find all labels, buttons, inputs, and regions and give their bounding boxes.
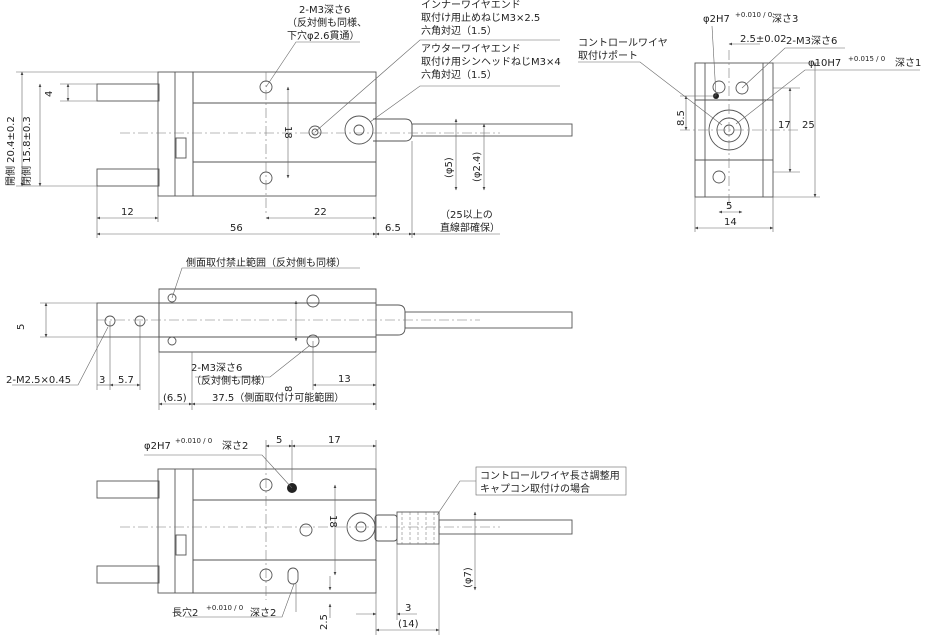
dim-open: 開側 20.4±0.2 xyxy=(4,116,17,186)
dim-4: 4 xyxy=(44,91,55,97)
dim-5: 5 xyxy=(726,201,732,212)
dim-13: 13 xyxy=(338,374,351,385)
inner-note-2: 取付け用止めねじM3×2.5 xyxy=(421,11,540,24)
no-mount-note: 側面取付禁止範囲（反対側も同様） xyxy=(186,256,346,269)
outer-note-2: 取付け用シンヘッドねじM3×4 xyxy=(421,55,561,68)
dim-phi10h7-depth: 深さ1 xyxy=(895,57,921,69)
slot-hole xyxy=(287,567,299,585)
body xyxy=(192,71,377,197)
dim-12: 12 xyxy=(121,207,134,218)
dim-phi5: (φ5) xyxy=(444,157,455,178)
port-note-1: コントロールワイヤ xyxy=(578,38,668,49)
mid-m3-2: （反対側も同様） xyxy=(191,374,271,387)
bottom-phi2h7-tol: +0.010 / 0 xyxy=(175,437,212,445)
dim-22: 22 xyxy=(314,207,327,218)
bottom-body xyxy=(192,468,377,594)
dim-phi2h7-depth: 深さ3 xyxy=(772,13,798,25)
note-m3-1: 2-M3深さ6 xyxy=(299,4,350,16)
dim-14: 14 xyxy=(724,217,737,228)
bottom-phi7: (φ7) xyxy=(463,567,474,588)
note-m3-3: 下穴φ2.6貫通） xyxy=(287,29,360,42)
bottom-dim-2-5: 2.5 xyxy=(319,614,330,630)
top-front-view: 4 開側 20.4±0.2 閉側 15.8±0.3 18 12 22 56 6.… xyxy=(4,0,573,238)
dim-8-5: 8.5 xyxy=(676,110,687,126)
bottom-phi2h7: φ2H7 xyxy=(144,441,171,452)
inner-note-3: 六角対辺（1.5） xyxy=(421,24,497,37)
bottom-dim-3: 3 xyxy=(405,603,411,614)
dim-25: 25 xyxy=(802,120,815,131)
dim-17: 17 xyxy=(778,120,791,131)
slot-label: 長穴2 xyxy=(172,606,198,619)
dim-3: 3 xyxy=(99,375,105,386)
top-side-view: 14 5 17 25 8.5 2.5±0.02 φ2H7 +0.010 / 0 … xyxy=(578,11,921,232)
dim-close: 閉側 15.8±0.3 xyxy=(20,116,33,186)
wire xyxy=(411,123,573,137)
lower-jaw xyxy=(96,168,160,187)
inner-note-1: インナーワイヤエンド xyxy=(421,0,521,11)
dim-56: 56 xyxy=(230,223,243,234)
bottom-dim-18: 18 xyxy=(327,515,338,528)
dim-18: 18 xyxy=(282,126,293,139)
dim-phi10h7-tol: +0.015 / 0 xyxy=(848,55,885,63)
dim-phi10h7: φ10H7 xyxy=(808,58,841,69)
bottom-dim-14: (14) xyxy=(398,619,419,630)
m2-5-note: 2-M2.5×0.45 xyxy=(6,375,71,386)
dim-6-5: 6.5 xyxy=(385,223,401,234)
bottom-phi2h7-depth: 深さ2 xyxy=(222,440,248,452)
note-m3-2: （反対側も同様、 xyxy=(287,16,367,29)
front-plate xyxy=(157,71,194,197)
capcon-note-1: コントロールワイヤ長さ調整用 xyxy=(480,469,620,482)
dim-5-7: 5.7 xyxy=(118,375,134,386)
slot-depth: 深さ2 xyxy=(250,607,276,619)
dim-phi2h7-tol: +0.010 / 0 xyxy=(735,11,772,19)
straight-note-1: （25以上の xyxy=(440,209,493,221)
dim-37-5: 37.5（側面取付け可能範囲） xyxy=(212,391,344,404)
mid-dim-6-5: (6.5) xyxy=(163,393,187,404)
bottom-dim-5: 5 xyxy=(276,435,282,446)
outer-note-1: アウターワイヤエンド xyxy=(421,43,521,55)
dim-5: 5 xyxy=(16,324,27,330)
dim-phi2h7: φ2H7 xyxy=(703,14,730,25)
bottom-dim-17: 17 xyxy=(328,435,341,446)
middle-view: 5 3 5.7 2-M2.5×0.45 側面取付禁止範囲（反対側も同様） 8 1… xyxy=(6,256,573,410)
straight-note-2: 直線部確保） xyxy=(440,221,500,234)
outer-note-3: 六角対辺（1.5） xyxy=(421,68,497,81)
outer-sleeve xyxy=(373,118,413,142)
dim-phi2-4: (φ2.4) xyxy=(472,152,483,182)
wire-end-eye xyxy=(344,115,374,145)
port-note-2: 取付けポート xyxy=(578,49,638,62)
upper-jaw xyxy=(96,83,160,102)
mid-m3-1: 2-M3深さ6 xyxy=(191,362,242,374)
slot-tol: +0.010 / 0 xyxy=(206,604,243,612)
dim-8: 8 xyxy=(284,386,295,392)
dim-2-5: 2.5±0.02 xyxy=(740,34,787,45)
capcon-note-2: キャプコン取付けの場合 xyxy=(480,482,590,495)
mid-body xyxy=(158,288,377,353)
dim-m3: 2-M3深さ6 xyxy=(786,35,837,47)
bottom-view: 5 17 18 φ2H7 +0.010 / 0 深さ2 コントロールワイヤ長さ調… xyxy=(96,435,627,635)
